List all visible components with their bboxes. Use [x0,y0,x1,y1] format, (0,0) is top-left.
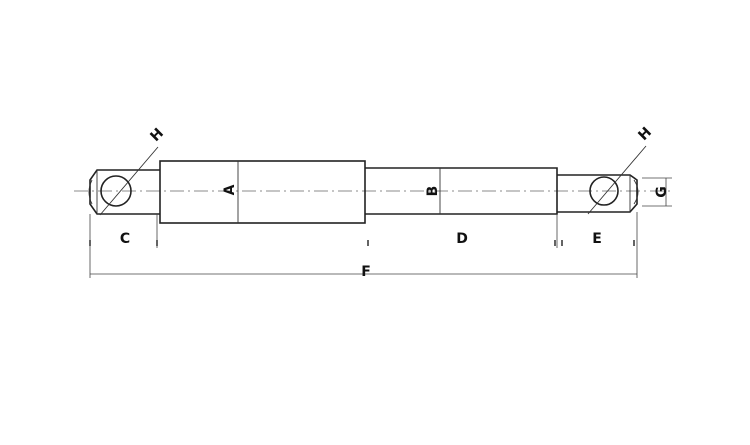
dimension-f [89,248,638,278]
label-d: D [456,231,468,247]
label-g: G [654,186,670,198]
section-a-body [159,160,366,224]
label-c: C [120,231,130,247]
label-b: B [425,186,441,197]
label-a: A [222,184,238,195]
left-hole [100,175,132,207]
label-f: F [361,264,371,280]
right-pin-end [557,174,639,213]
label-h-left: H [147,125,167,145]
right-hole [589,176,619,206]
left-hole-diameter-leader [99,146,159,216]
left-pin-end [88,169,160,215]
dimension-ticks [89,240,635,246]
label-h-right: H [635,124,655,144]
right-hole-diameter-leader [587,145,647,215]
label-e: E [592,231,602,247]
section-d-body [365,167,558,215]
dimension-g [642,177,672,207]
